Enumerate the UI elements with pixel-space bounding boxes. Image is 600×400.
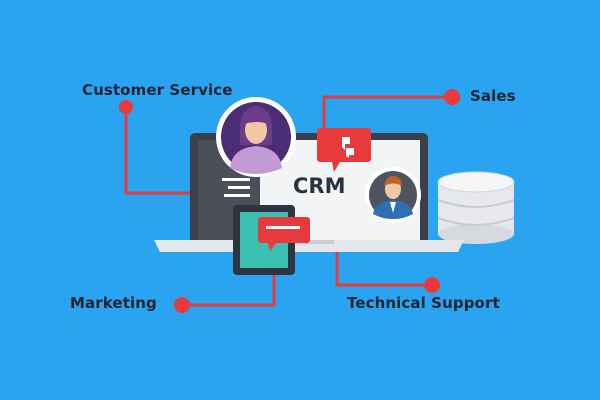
dot-sales bbox=[444, 89, 460, 105]
connector-customer-service bbox=[124, 105, 198, 195]
tablet-chat-bubble-icon bbox=[258, 217, 310, 251]
technical-support-label: Technical Support bbox=[347, 294, 500, 312]
chat-bubble-icon bbox=[317, 128, 371, 172]
crm-label: CRM bbox=[293, 174, 346, 198]
marketing-label: Marketing bbox=[70, 294, 157, 312]
dot-marketing bbox=[174, 297, 190, 313]
male-avatar-icon bbox=[365, 167, 421, 223]
customer-service-label: Customer Service bbox=[82, 81, 233, 99]
connector-technical-support bbox=[335, 250, 434, 287]
connector-dots bbox=[119, 89, 460, 313]
dot-technical-support bbox=[424, 277, 440, 293]
female-avatar-icon bbox=[216, 97, 296, 177]
database-icon bbox=[437, 171, 515, 244]
dot-customer-service bbox=[119, 100, 133, 114]
sales-label: Sales bbox=[470, 87, 516, 105]
connector-marketing bbox=[180, 270, 276, 307]
